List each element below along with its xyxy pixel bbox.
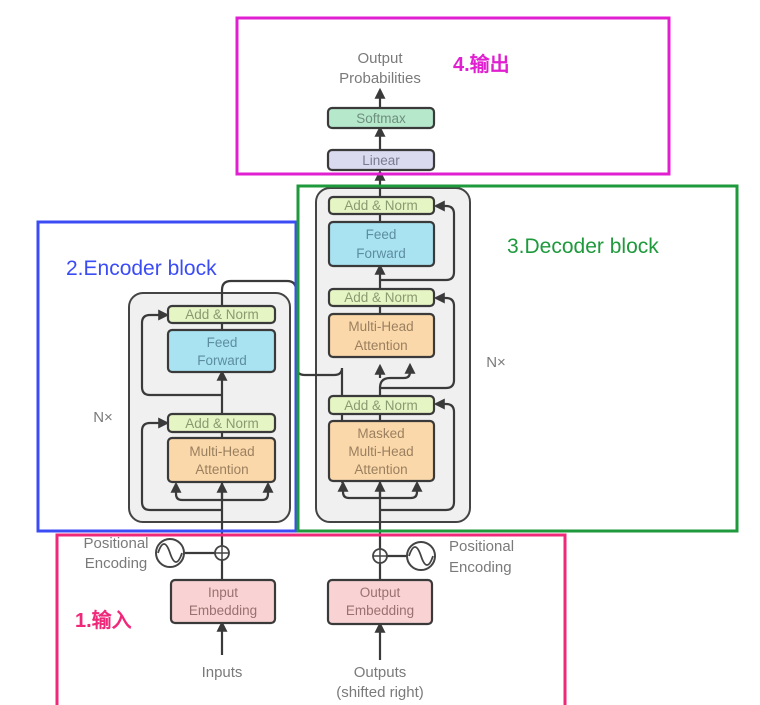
svg-text:Masked: Masked <box>357 426 404 441</box>
svg-text:Forward: Forward <box>356 246 406 261</box>
svg-text:Attention: Attention <box>354 338 407 353</box>
output-probabilities-label-2: Probabilities <box>339 70 421 87</box>
output-add-icon <box>372 548 388 564</box>
svg-text:Linear: Linear <box>362 153 400 168</box>
input-embedding-block: Input Embedding <box>169 578 277 625</box>
input-add-icon <box>214 545 230 561</box>
encoder-region-title: 2.Encoder block <box>66 257 217 280</box>
decoder-masked-multi-head-attention: Masked Multi-Head Attention <box>327 419 436 483</box>
decoder-region-box <box>296 184 739 533</box>
output-positional-encoding-label-2: Encoding <box>449 559 512 576</box>
encoder-stack <box>128 292 291 523</box>
svg-text:Attention: Attention <box>354 462 407 477</box>
decoder-repeat-label: N× <box>486 354 506 371</box>
output-probabilities-label: Output <box>357 50 403 67</box>
encoder-add-norm-bottom: Add & Norm <box>166 412 277 434</box>
output-embedding-block: Output Embedding <box>326 578 434 626</box>
input-positional-encoding-label-2: Encoding <box>85 555 148 572</box>
encoder-multi-head-attention: Multi-Head Attention <box>166 436 277 484</box>
encoder-add-norm-top: Add & Norm <box>166 304 277 325</box>
decoder-add-norm-top: Add & Norm <box>327 195 436 216</box>
inputs-label: Inputs <box>202 664 243 681</box>
svg-text:Add & Norm: Add & Norm <box>344 398 418 413</box>
outputs-label: Outputs <box>354 664 407 681</box>
svg-text:Multi-Head: Multi-Head <box>348 319 413 334</box>
input-positional-encoding-icon <box>155 538 185 568</box>
output-region-box <box>235 16 671 176</box>
svg-text:Feed: Feed <box>366 227 397 242</box>
svg-text:Add & Norm: Add & Norm <box>344 290 418 305</box>
svg-text:Multi-Head: Multi-Head <box>189 444 254 459</box>
output-positional-encoding-label: Positional <box>449 538 514 555</box>
svg-text:Multi-Head: Multi-Head <box>348 444 413 459</box>
decoder-add-norm-bottom: Add & Norm <box>327 394 436 416</box>
svg-text:Input: Input <box>208 585 238 600</box>
output-region-title: 4.输出 <box>453 52 510 76</box>
decoder-region-title: 3.Decoder block <box>507 235 659 258</box>
svg-text:Output: Output <box>360 585 401 600</box>
output-positional-encoding-icon <box>406 541 436 571</box>
svg-text:Feed: Feed <box>207 335 238 350</box>
softmax-block: Softmax <box>326 106 436 130</box>
svg-text:Add & Norm: Add & Norm <box>185 307 259 322</box>
svg-text:Add & Norm: Add & Norm <box>185 416 259 431</box>
decoder-multi-head-attention: Multi-Head Attention <box>327 312 436 359</box>
svg-text:Attention: Attention <box>195 462 248 477</box>
svg-text:Softmax: Softmax <box>356 111 406 126</box>
encoder-repeat-label: N× <box>93 409 113 426</box>
encoder-region-box <box>36 220 298 533</box>
encoder-feed-forward: Feed Forward <box>166 328 277 374</box>
svg-text:Forward: Forward <box>197 353 247 368</box>
input-region-box <box>55 533 567 705</box>
svg-text:Embedding: Embedding <box>189 603 257 618</box>
svg-text:Embedding: Embedding <box>346 603 414 618</box>
svg-text:Add & Norm: Add & Norm <box>344 198 418 213</box>
input-positional-encoding-label: Positional <box>83 535 148 552</box>
input-region-title: 1.输入 <box>75 608 132 632</box>
linear-block: Linear <box>326 148 436 172</box>
decoder-add-norm-mid: Add & Norm <box>327 287 436 308</box>
outputs-label-2: (shifted right) <box>336 684 424 701</box>
decoder-feed-forward: Feed Forward <box>327 220 436 268</box>
